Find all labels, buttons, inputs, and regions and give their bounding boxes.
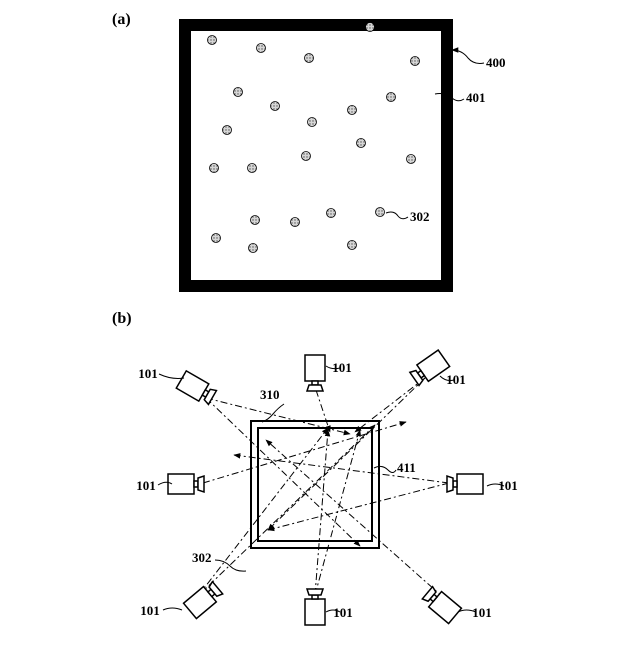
video-camera-icon [421, 585, 461, 623]
ref-label-101: 101 [446, 372, 466, 387]
marker-dot [208, 36, 217, 45]
marker-dot [376, 208, 385, 217]
marker-dot [411, 57, 420, 66]
ref-label-101: 101 [136, 478, 156, 493]
marker-dot [348, 106, 357, 115]
leader-101 [159, 374, 184, 379]
video-camera-icon [305, 589, 325, 625]
marker-dot [308, 118, 317, 127]
ref-label-401: 401 [466, 90, 486, 105]
marker-dot [234, 88, 243, 97]
marker-dot [327, 209, 336, 218]
marker-dot [257, 44, 266, 53]
marker-dot [271, 102, 280, 111]
ref-label-101: 101 [138, 366, 158, 381]
ref-label-310: 310 [260, 387, 280, 402]
leader-400 [452, 50, 484, 63]
marker-dot [212, 234, 221, 243]
camera-group: 101 101 101 101 101 101 101 101 [136, 350, 518, 625]
ray-group [198, 378, 449, 598]
leader-302-b [215, 560, 246, 571]
video-camera-icon [184, 580, 224, 618]
ray-line [268, 483, 449, 530]
panel-b-label: (b) [112, 310, 132, 327]
marker-dot [302, 152, 311, 161]
ref-label-101: 101 [498, 478, 518, 493]
marker-dot [348, 241, 357, 250]
marker-dot [251, 216, 260, 225]
panel-b: (b) 101 101 101 101 101 101 101 101 310 411 302 [112, 310, 518, 625]
ref-label-302-b: 302 [192, 550, 212, 565]
ray-line [266, 440, 444, 598]
ref-label-302-a: 302 [410, 209, 430, 224]
panel-a-label: (a) [112, 11, 131, 28]
ref-label-101: 101 [332, 360, 352, 375]
ray-line [315, 430, 360, 595]
ref-label-400: 400 [486, 55, 506, 70]
video-camera-icon [447, 474, 483, 494]
leader-302-a [386, 212, 408, 219]
ray-line [268, 378, 425, 530]
ref-label-411: 411 [397, 460, 416, 475]
marker-dot [305, 54, 314, 63]
video-camera-icon [168, 474, 204, 494]
panel-a: (a) 400 401 302 [112, 11, 506, 286]
ref-label-101: 101 [140, 603, 160, 618]
marker-dot [407, 155, 416, 164]
marker-dot [249, 244, 258, 253]
video-camera-icon [305, 355, 325, 391]
ref-label-101: 101 [333, 605, 353, 620]
marker-dot [291, 218, 300, 227]
marker-dot [387, 93, 396, 102]
marker-group-a [208, 23, 420, 253]
marker-dot [223, 126, 232, 135]
video-camera-icon [409, 350, 450, 387]
leader-411 [374, 466, 396, 472]
ray-line [355, 378, 425, 432]
marker-dot [248, 164, 257, 173]
marker-dot [366, 23, 375, 32]
video-camera-icon [176, 371, 217, 406]
leader-101 [163, 608, 182, 610]
ref-label-101: 101 [472, 605, 492, 620]
ray-line [198, 425, 375, 596]
marker-dot [210, 164, 219, 173]
marker-dot [357, 139, 366, 148]
